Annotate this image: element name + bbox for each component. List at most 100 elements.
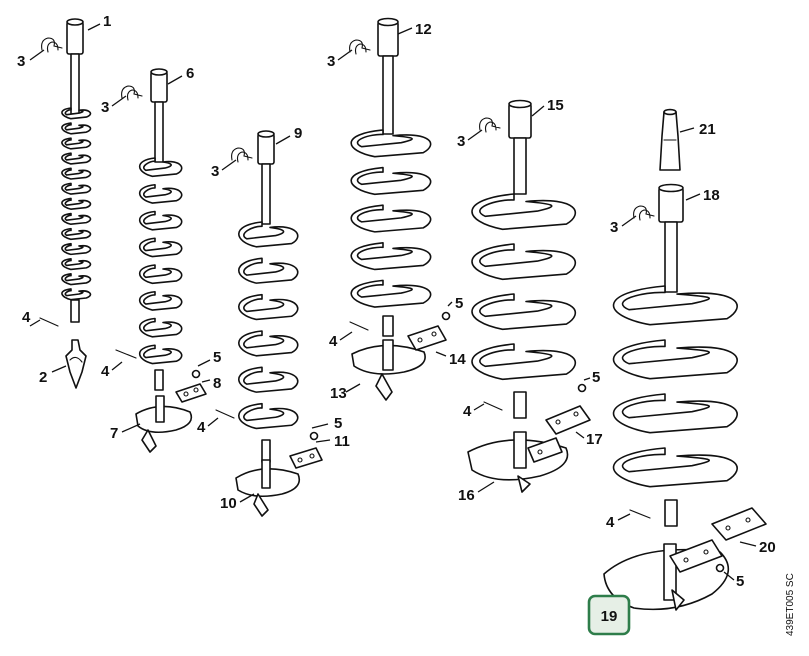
blade-17 (545, 405, 591, 435)
spring-clip (231, 147, 253, 163)
blade-19b (669, 539, 723, 573)
flight-turn (138, 290, 183, 311)
auger-12 (350, 17, 432, 337)
callout-3: 3 (610, 219, 618, 236)
flight-turn (61, 197, 92, 210)
auger-1-head-top (66, 18, 84, 26)
callout-3: 3 (101, 99, 109, 116)
callout-labels: 1 3 2 4 6 3 4 7 8 5 9 3 4 10 11 5 12 3 4… (17, 13, 776, 590)
drill-point-2 (65, 339, 87, 389)
blade-small-16 (527, 437, 563, 463)
flight-turn (612, 285, 738, 326)
callout-16: 16 (458, 487, 475, 504)
callout-1: 1 (103, 13, 111, 30)
callout-3: 3 (327, 53, 335, 70)
cutter-disc-10 (235, 459, 301, 517)
spring-clip (121, 85, 143, 101)
callout-8: 8 (213, 375, 221, 392)
callout-4: 4 (197, 419, 206, 436)
callout-4: 4 (101, 363, 110, 380)
flight-turn (138, 344, 183, 365)
drawing-code: 439ET005 SC (785, 573, 796, 636)
auger-18-flights (612, 285, 738, 488)
callout-18: 18 (703, 187, 720, 204)
flight-turn (138, 183, 183, 204)
auger-1-flights (61, 107, 92, 301)
extension-21 (659, 108, 681, 171)
flight-turn (61, 288, 92, 301)
callout-12: 12 (415, 21, 432, 38)
callout-5: 5 (455, 295, 463, 312)
flight-turn (61, 167, 92, 180)
callout-17: 17 (586, 431, 603, 448)
flight-turn (612, 393, 738, 434)
flight-turn (238, 366, 299, 393)
flight-turn (138, 237, 183, 258)
flight-turn (61, 227, 92, 241)
callout-19: 19 (601, 608, 618, 625)
callout-3: 3 (457, 133, 465, 150)
flight-turn (138, 317, 183, 338)
spring-clip (41, 37, 63, 53)
auger-1-head (66, 21, 84, 55)
callout-5: 5 (213, 349, 221, 366)
spring-clip (479, 117, 501, 133)
auger-12-flights (350, 129, 432, 308)
callout-13: 13 (330, 385, 347, 402)
callout-11: 11 (334, 433, 350, 450)
flight-turn (61, 273, 92, 286)
flight-turn (61, 257, 92, 271)
flight-turn (138, 157, 183, 178)
callout-20: 20 (759, 539, 776, 556)
callout-4: 4 (22, 309, 31, 326)
callout-14: 14 (449, 351, 466, 368)
spring-clip (633, 205, 655, 221)
flight-turn (238, 257, 299, 284)
blade-20 (711, 507, 767, 541)
flight-turn (612, 339, 738, 380)
flight-turn (471, 193, 577, 231)
flight-turn (238, 221, 299, 248)
callout-2: 2 (39, 369, 47, 386)
callout-6: 6 (186, 65, 194, 82)
callout-15: 15 (547, 97, 564, 114)
flight-turn (238, 293, 299, 321)
auger-15-flights (471, 193, 577, 381)
flight-turn (350, 129, 432, 158)
flight-turn (612, 447, 738, 488)
spring-clips-3 (41, 37, 655, 221)
auger-6-flights (138, 157, 183, 365)
callout-10: 10 (220, 495, 237, 512)
callout-21: 21 (699, 121, 716, 138)
blade-14 (407, 325, 447, 351)
pin-4 (39, 317, 651, 519)
flight-turn (350, 242, 432, 271)
callout-5: 5 (592, 369, 600, 386)
callout-3: 3 (17, 53, 25, 70)
callout-4: 4 (463, 403, 472, 420)
blade-8 (175, 383, 207, 403)
flight-turn (350, 166, 432, 196)
callout-4: 4 (329, 333, 338, 350)
flight-turn (138, 210, 183, 231)
auger-1-tip-shaft (70, 299, 80, 323)
auger-15 (471, 99, 577, 419)
flight-turn (61, 182, 92, 195)
callout-5: 5 (736, 573, 744, 590)
flight-turn (238, 402, 299, 430)
auger-6 (138, 68, 183, 391)
flight-turn (350, 204, 432, 233)
cutter-disc-13 (351, 339, 426, 401)
leader-lines (29, 23, 757, 609)
highlighted-callout-19[interactable]: 19 (587, 594, 631, 636)
cutter-disc-7 (135, 395, 193, 453)
flight-turn (61, 107, 92, 120)
blade-11 (289, 447, 323, 469)
flight-turn (138, 264, 183, 285)
callout-7: 7 (110, 425, 118, 442)
flight-turn (350, 279, 432, 308)
callout-3: 3 (211, 163, 219, 180)
auger-9 (238, 130, 299, 463)
callout-9: 9 (294, 125, 302, 142)
